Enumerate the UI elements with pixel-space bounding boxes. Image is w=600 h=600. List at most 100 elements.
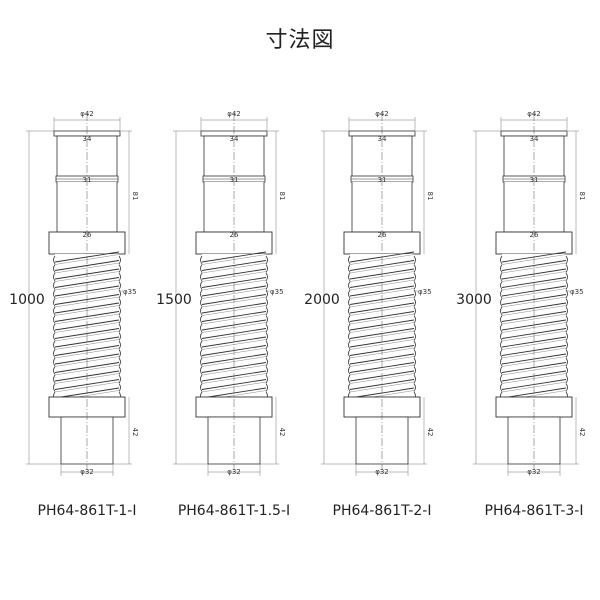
top-dia-label: φ42 [375,110,389,118]
bellows-edge-left [200,349,203,358]
overall-length-label: 1500 [156,292,192,308]
dim-81-label: 81 [578,192,586,201]
model-name: PH64-861T-1-I [38,503,137,519]
bellows-edge-left [348,289,351,299]
bellows-edge-right [565,289,568,299]
bellows-edge-right [565,264,568,273]
bellows-edge-right [265,281,268,290]
bellows-edge-right [565,315,568,324]
bellows-rib [501,285,567,297]
bellows-edge-right [118,289,121,299]
bellows-edge-left [53,306,56,316]
model-name: PH64-861T-3-I [485,503,584,519]
bellows-edge-right [265,340,268,350]
bellows-edge-right [265,272,268,282]
bellows-edge-right [265,323,268,333]
bellows-rib [501,353,567,365]
bellows-edge-right [118,315,121,324]
bellows-edge-right [413,264,416,273]
dim-42-label: 42 [426,428,434,437]
bellows-rib [501,260,567,271]
bellows-edge-right [265,298,268,307]
bellows-rib [54,260,120,271]
bellows-edge-left [200,255,203,265]
bellows-edge-left [53,349,56,358]
bellows-edge-right [565,298,568,307]
bellows-edge-right [413,306,416,316]
bellows-edge-right [265,374,268,384]
bellows-edge-left [53,357,56,367]
dim-81-label: 81 [426,192,434,201]
bellows-edge-left [500,289,503,299]
bellows-edge-right [413,332,416,341]
bellows-edge-right [118,264,121,273]
bellows-edge-right [118,340,121,350]
top-dia-label: φ42 [80,110,94,118]
bellows-edge-right [265,315,268,324]
bellows-edge-left [348,255,351,265]
overall-length-label: 1000 [9,292,45,308]
bellows-edge-left [500,272,503,282]
dim-26-label: 26 [230,231,239,239]
bellows-edge-left [500,374,503,384]
bellows-edge-right [565,332,568,341]
bellows-edge-right [118,366,121,375]
bellows-edge-right [265,349,268,358]
bellows-edge-right [118,357,121,367]
bellows-edge-left [53,323,56,333]
bellows-edge-right [118,349,121,358]
bellows-rib [349,285,415,297]
bottom-dia-label: φ32 [80,468,94,476]
bellows-edge-right [413,315,416,324]
bellows-edge-left [500,281,503,290]
bellows-edge-left [500,264,503,273]
bellows-edge-left [348,272,351,282]
bellows-edge-right [265,255,268,265]
bellows-edge-left [53,340,56,350]
bellows-rib-shade [349,262,415,274]
bellows-dia-label: φ35 [570,288,584,296]
bellows-edge-right [265,306,268,316]
bellows-edge-left [53,264,56,273]
model-name: PH64-861T-1.5-I [178,503,290,519]
dim-26-label: 26 [83,231,92,239]
bellows-edge-right [118,281,121,290]
bellows-edge-right [413,349,416,358]
bellows-rib [54,379,120,390]
bellows-edge-left [53,383,56,392]
bellows-edge-right [565,323,568,333]
bellows-edge-right [565,366,568,375]
overall-length-label: 3000 [456,292,492,308]
bellows-edge-left [348,357,351,367]
dim-31-label: 31 [378,176,387,184]
bellows-edge-right [118,298,121,307]
bellows-edge-left [200,383,203,392]
bellows-edge-left [500,357,503,367]
bellows-edge-left [500,366,503,375]
dim-34-label: 34 [230,135,239,143]
bellows-edge-right [118,374,121,384]
bellows-rib [501,328,567,339]
bellows-rib-shade [201,262,267,274]
bellows-rib-shade [54,288,120,299]
bellows-edge-left [200,332,203,341]
bellows-edge-left [200,366,203,375]
bellows-edge-left [200,264,203,273]
bellows-edge-right [265,366,268,375]
bellows-edge-left [500,315,503,324]
dim-31-label: 31 [530,176,539,184]
bellows-edge-right [565,383,568,392]
bellows-rib [349,353,415,365]
bellows-rib [501,379,567,390]
bellows-edge-left [348,264,351,273]
top-dia-label: φ42 [527,110,541,118]
bellows-edge-right [413,323,416,333]
bellows-rib [201,353,267,365]
dim-81-label: 81 [131,192,139,201]
bellows-edge-left [348,366,351,375]
dim-81-label: 81 [278,192,286,201]
dim-34-label: 34 [530,135,539,143]
bellows-rib-shade [501,262,567,274]
